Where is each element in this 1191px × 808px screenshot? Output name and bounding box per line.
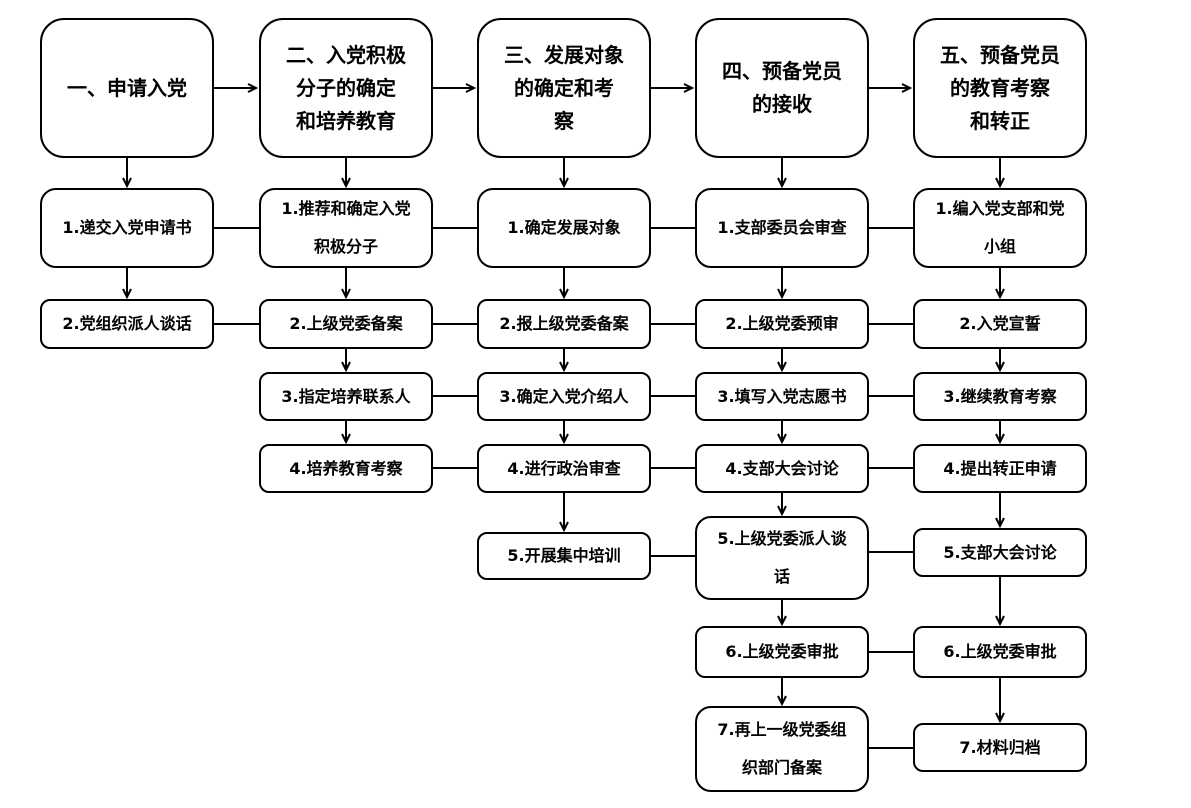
step-box-4-2: 2.上级党委预审 xyxy=(695,299,869,349)
stage-box-3: 三、发展对象 的确定和考 察 xyxy=(477,18,651,158)
step-label: 2.报上级党委备案 xyxy=(499,314,629,333)
step-label: 5.开展集中培训 xyxy=(507,546,621,565)
stage-box-4: 四、预备党员 的接收 xyxy=(695,18,869,158)
step-box-4-4: 4.支部大会讨论 xyxy=(695,444,869,493)
step-connectors xyxy=(214,227,913,749)
step-box-5-7: 7.材料归档 xyxy=(913,723,1087,772)
step-label: 6.上级党委审批 xyxy=(725,642,839,661)
step-label: 1.递交入党申请书 xyxy=(62,218,192,237)
step-box-3-4: 4.进行政治审查 xyxy=(477,444,651,493)
step-label: 7.材料归档 xyxy=(959,737,1041,757)
step-label: 1.支部委员会审查 xyxy=(717,218,847,237)
stage-label: 的教育考察 xyxy=(950,75,1050,100)
step-box-5-1: 1.编入党支部和党 小组 xyxy=(913,188,1087,268)
step-box-5-4: 4.提出转正申请 xyxy=(913,444,1087,493)
step-box-5-3: 3.继续教育考察 xyxy=(913,372,1087,421)
step-label: 3.填写入党志愿书 xyxy=(717,386,847,406)
step-label: 1.确定发展对象 xyxy=(507,218,621,237)
stage-label: 分子的确定 xyxy=(296,75,396,100)
stage-label: 五、预备党员 xyxy=(940,42,1060,67)
step-box-2-1: 1.推荐和确定入党 积极分子 xyxy=(259,188,433,268)
step-label: 1.推荐和确定入党 xyxy=(281,199,411,218)
stage-label: 二、入党积极 xyxy=(286,42,406,67)
stage-label: 的确定和考 xyxy=(514,75,614,100)
stage-label: 的接收 xyxy=(752,92,812,116)
stage-label: 一、申请入党 xyxy=(67,75,187,100)
step-label: 积极分子 xyxy=(313,237,378,256)
stage-label: 三、发展对象 xyxy=(504,42,624,67)
step-label: 3.继续教育考察 xyxy=(943,386,1057,406)
step-label: 2.党组织派人谈话 xyxy=(62,314,192,333)
step-label: 6.上级党委审批 xyxy=(943,642,1057,661)
flow-arrows xyxy=(122,158,1005,724)
step-box-3-3: 3.确定入党介绍人 xyxy=(477,372,651,421)
step-box-4-7: 7.再上一级党委组 织部门备案 xyxy=(695,706,869,792)
step-label: 3.确定入党介绍人 xyxy=(499,386,629,406)
step-box-1-2: 2.党组织派人谈话 xyxy=(40,299,214,349)
step-label: 7.再上一级党委组 xyxy=(717,720,847,739)
step-label: 2.上级党委预审 xyxy=(725,314,839,333)
step-box-2-4: 4.培养教育考察 xyxy=(259,444,433,493)
step-box-2-2: 2.上级党委备案 xyxy=(259,299,433,349)
step-label: 5.支部大会讨论 xyxy=(943,542,1057,562)
step-label: 4.进行政治审查 xyxy=(507,458,621,478)
step-box-5-6: 6.上级党委审批 xyxy=(913,626,1087,678)
step-label: 4.支部大会讨论 xyxy=(725,458,839,478)
step-box-3-5: 5.开展集中培训 xyxy=(477,532,651,580)
step-label: 织部门备案 xyxy=(741,758,822,777)
stage-box-2: 二、入党积极 分子的确定 和培养教育 xyxy=(259,18,433,158)
step-box-5-2: 2.入党宣誓 xyxy=(913,299,1087,349)
step-label: 3.指定培养联系人 xyxy=(281,386,411,406)
step-box-4-6: 6.上级党委审批 xyxy=(695,626,869,678)
stage-label: 和培养教育 xyxy=(296,108,396,133)
step-box-4-5: 5.上级党委派人谈 话 xyxy=(695,516,869,600)
step-box-4-1: 1.支部委员会审查 xyxy=(695,188,869,268)
step-label: 2.入党宣誓 xyxy=(959,314,1041,333)
stage-label: 四、预备党员 xyxy=(722,59,842,83)
step-label: 1.编入党支部和党 xyxy=(935,199,1065,218)
step-label: 小组 xyxy=(983,237,1016,256)
step-label: 5.上级党委派人谈 xyxy=(717,529,847,548)
step-box-2-3: 3.指定培养联系人 xyxy=(259,372,433,421)
step-label: 话 xyxy=(773,567,790,586)
stage-label: 和转正 xyxy=(970,108,1030,133)
stage-box-1: 一、申请入党 xyxy=(40,18,214,158)
step-box-3-2: 2.报上级党委备案 xyxy=(477,299,651,349)
step-box-3-1: 1.确定发展对象 xyxy=(477,188,651,268)
step-box-1-1: 1.递交入党申请书 xyxy=(40,188,214,268)
step-box-4-3: 3.填写入党志愿书 xyxy=(695,372,869,421)
step-label: 2.上级党委备案 xyxy=(289,314,403,333)
step-box-5-5: 5.支部大会讨论 xyxy=(913,528,1087,577)
step-label: 4.培养教育考察 xyxy=(289,458,403,478)
stage-label: 察 xyxy=(554,108,574,133)
step-label: 4.提出转正申请 xyxy=(943,458,1057,478)
stage-box-5: 五、预备党员 的教育考察 和转正 xyxy=(913,18,1087,158)
